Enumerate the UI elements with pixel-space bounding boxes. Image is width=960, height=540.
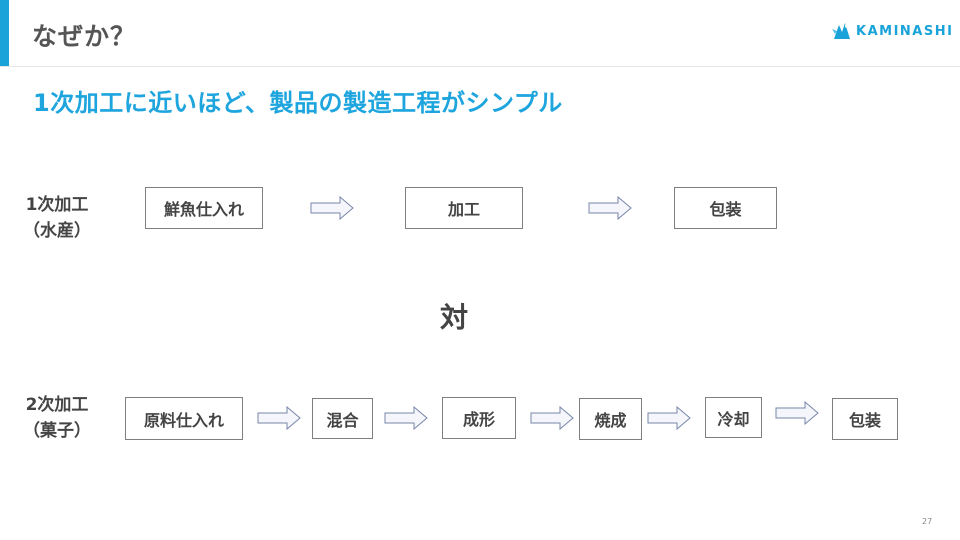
right-arrow-icon <box>775 401 819 425</box>
page-number: 27 <box>922 517 933 526</box>
row1-step-2: 加工 <box>405 187 523 229</box>
slide-subtitle: 1次加工に近いほど、製品の製造工程がシンプル <box>33 89 563 117</box>
right-arrow-icon <box>310 196 354 220</box>
right-arrow-icon <box>647 406 691 430</box>
right-arrow-icon <box>530 406 574 430</box>
row2-step-2: 混合 <box>312 398 373 439</box>
row1-step-1: 鮮魚仕入れ <box>145 187 263 229</box>
row2-step-5: 冷却 <box>705 397 762 438</box>
row2-label: 2次加工 （菓子） <box>2 392 112 444</box>
brand-logo-text: KAMINASHI <box>856 23 954 39</box>
versus-label: 対 <box>440 301 469 334</box>
row1-step-3: 包装 <box>674 187 777 229</box>
row1-label: 1次加工 （水産） <box>2 192 112 244</box>
header-accent-bar <box>0 0 9 66</box>
slide-header: なぜか？ KAMINASHI <box>0 0 960 67</box>
right-arrow-icon <box>384 406 428 430</box>
row2-label-line2: （菓子） <box>23 421 91 441</box>
row2-step-1: 原料仕入れ <box>125 397 243 440</box>
right-arrow-icon <box>257 406 301 430</box>
kaminashi-logo-icon <box>832 23 850 39</box>
row2-step-3: 成形 <box>442 397 516 439</box>
row2-step-6: 包装 <box>832 398 898 440</box>
right-arrow-icon <box>588 196 632 220</box>
page-title: なぜか？ <box>32 22 137 51</box>
row2-step-4: 焼成 <box>579 398 642 440</box>
row1-label-line1: 1次加工 <box>25 195 89 215</box>
row2-label-line1: 2次加工 <box>25 395 89 415</box>
row1-label-line2: （水産） <box>23 221 91 241</box>
brand-logo: KAMINASHI <box>830 19 953 43</box>
